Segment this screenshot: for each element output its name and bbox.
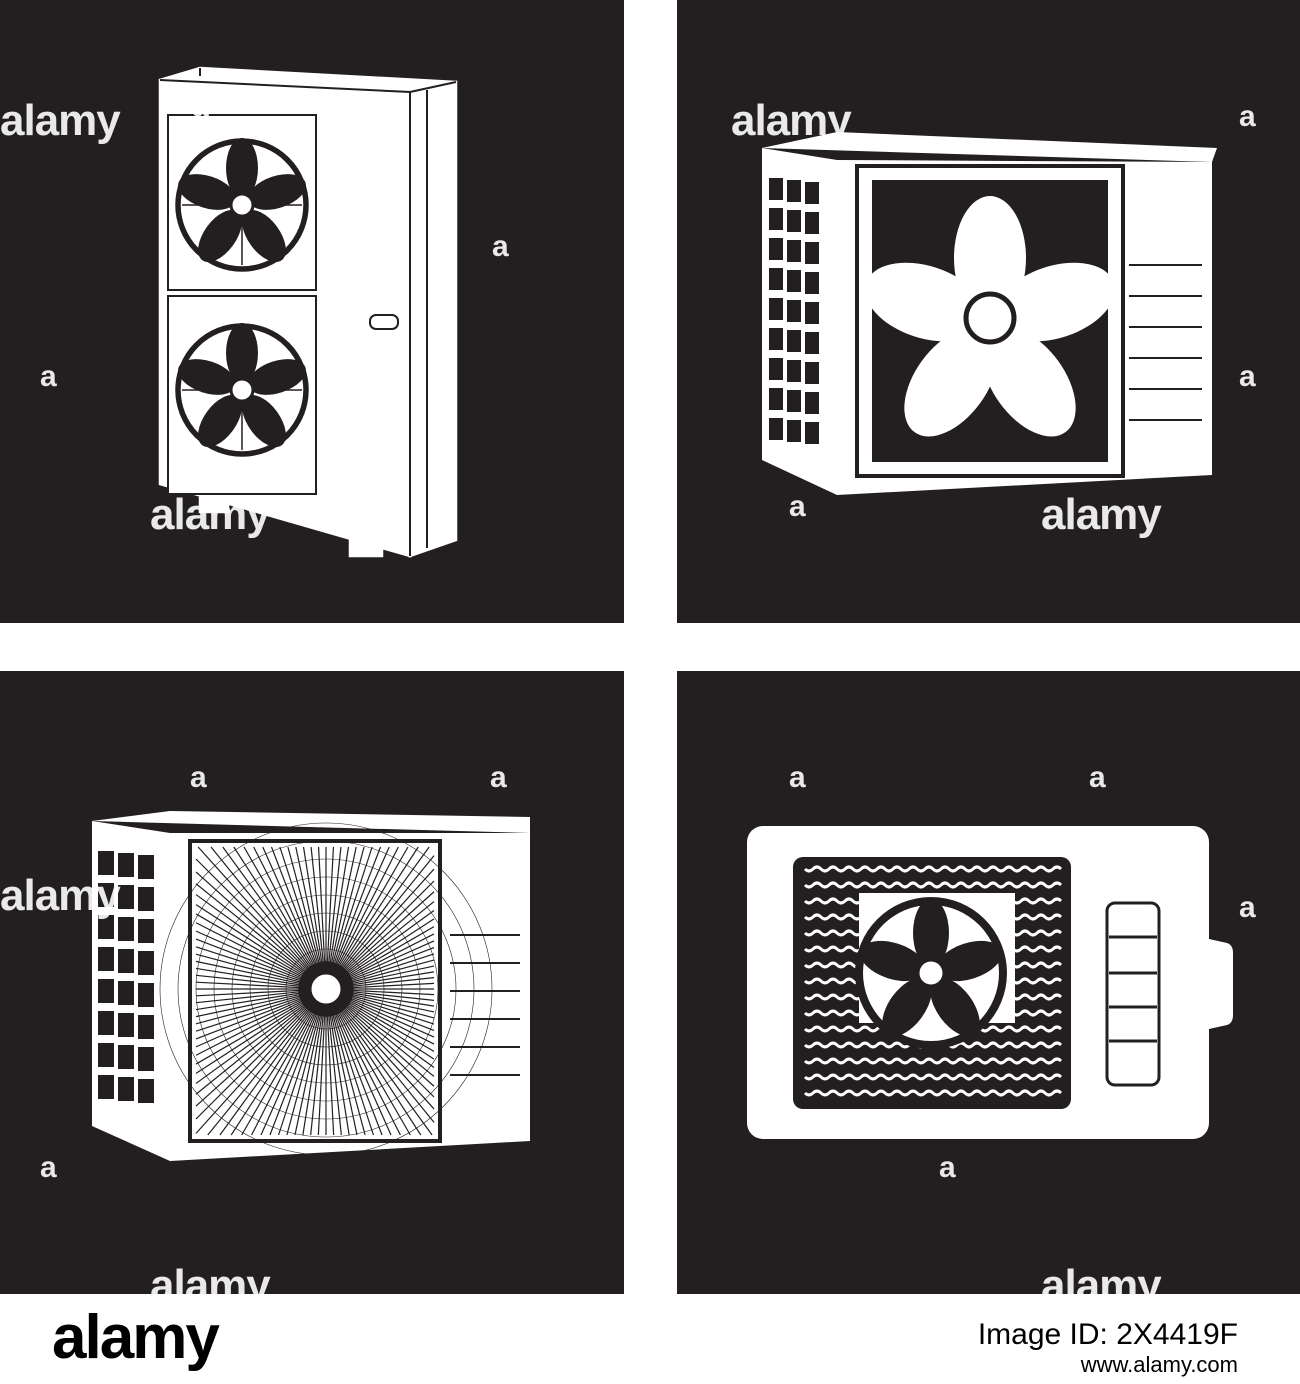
site-url: www.alamy.com xyxy=(1080,1352,1238,1377)
panel-single-fan: alamy alamy a a a xyxy=(677,0,1300,623)
watermark-logo: alamy xyxy=(0,871,121,920)
watermark-letter: a xyxy=(789,490,806,523)
watermark-letter: a xyxy=(492,230,509,263)
alamy-logo: alamy xyxy=(52,1303,220,1372)
watermark-logo: alamy xyxy=(150,490,271,539)
footer-bar: alamy Image ID: 2X4419F www.alamy.com xyxy=(0,1294,1300,1384)
watermark-letter: a xyxy=(939,1151,956,1184)
watermark-letter: a xyxy=(192,90,209,123)
front-view-outdoor-unit-icon xyxy=(747,826,1233,1139)
watermark-letter: a xyxy=(190,761,207,794)
panel-front-view: alamy a a a a xyxy=(677,671,1300,1294)
fan-bottom xyxy=(172,320,312,460)
image-id: Image ID: 2X4419F xyxy=(977,1318,1238,1351)
panel-mesh-grille: alamy alamy a a a xyxy=(0,671,624,1294)
watermark-letter: a xyxy=(1239,891,1256,924)
watermark-letter: a xyxy=(1239,360,1256,393)
watermark-logo: alamy xyxy=(1041,1261,1162,1294)
watermark-letter: a xyxy=(490,761,507,794)
tall-twin-fan-outdoor-unit-icon xyxy=(158,66,458,558)
wide-single-fan-outdoor-unit-icon xyxy=(762,132,1217,495)
watermark-logo: alamy xyxy=(1041,490,1162,539)
watermark-letter: a xyxy=(40,1151,57,1184)
watermark-logo: alamy xyxy=(731,96,852,145)
watermark-letter: a xyxy=(1239,100,1256,133)
watermark-letter: a xyxy=(789,761,806,794)
fan-top xyxy=(172,135,312,275)
panel-twin-fan: alamy alamy a a a xyxy=(0,0,624,623)
watermark-logo: alamy xyxy=(0,96,121,145)
watermark-logo: alamy xyxy=(150,1261,271,1294)
watermark-letter: a xyxy=(1089,761,1106,794)
mesh-grille-outdoor-unit-icon xyxy=(92,811,530,1161)
watermark-letter: a xyxy=(40,360,57,393)
